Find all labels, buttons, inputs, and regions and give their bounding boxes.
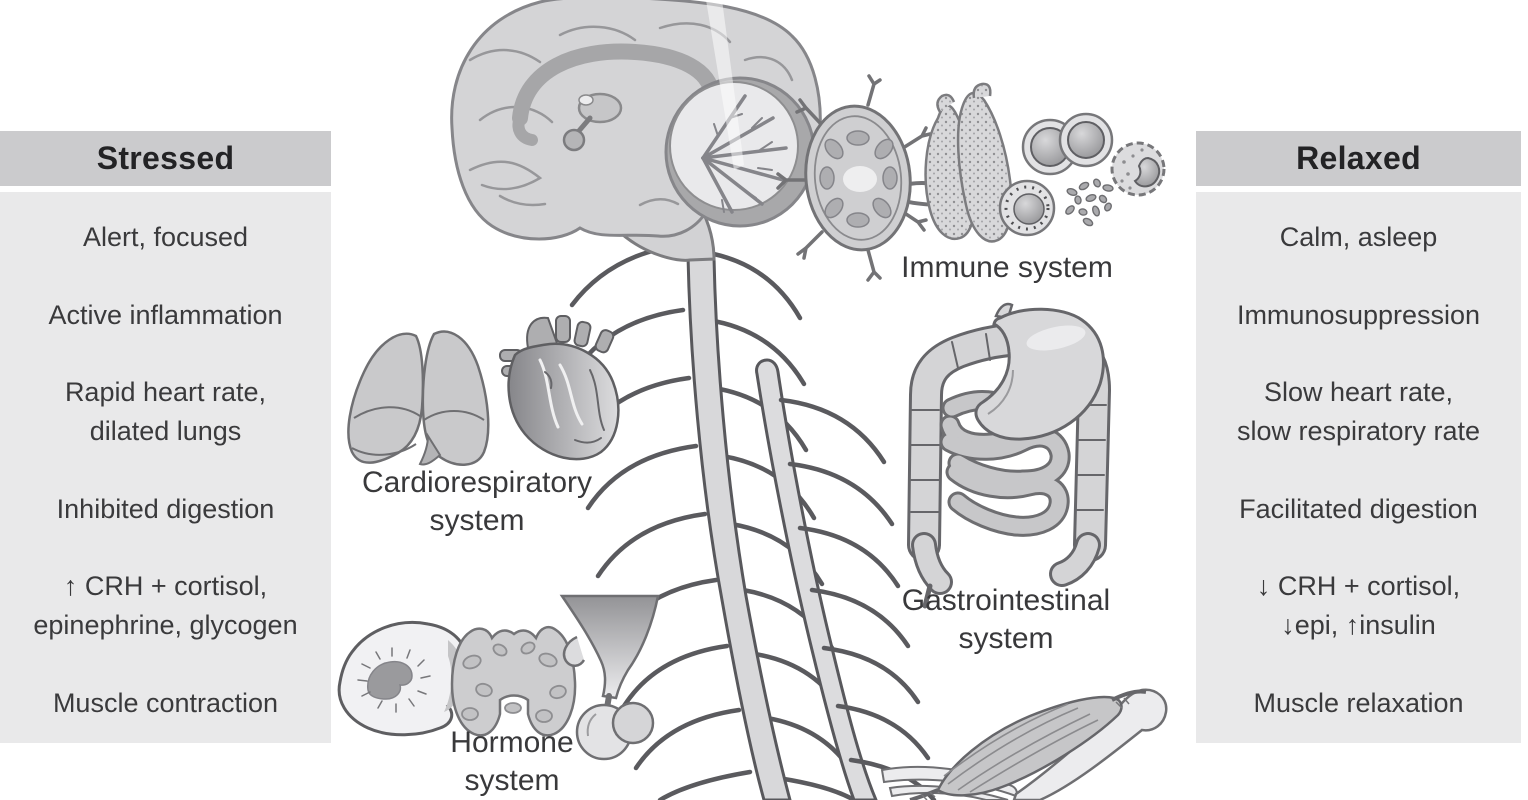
lungs-icon [347,330,490,466]
stomach-icon [974,302,1105,441]
immune-system-illustration [776,74,1166,282]
sympathetic-nerves-icon [778,397,937,800]
thymus-icon [924,82,1013,243]
thyroid-icon [450,626,577,737]
relaxed-panel-header: Relaxed [1196,131,1521,186]
spinal-cord-illustration [569,242,937,800]
lymph-node-icon [776,74,960,282]
macrophage-icon [1110,141,1166,197]
relaxed-panel-body: Calm, asleep Immunosuppression Slow hear… [1196,192,1521,743]
relaxed-item-hormones: ↓ CRH + cortisol, ↓epi, ↑insulin [1256,571,1461,641]
relaxed-item-calm: Calm, asleep [1279,222,1438,252]
ventricle-icon [578,94,594,106]
hormone-system-illustration [337,594,660,761]
corpus-callosum-genu-icon [512,112,538,146]
relaxed-item-heart-rate: Slow heart rate, slow respiratory rate [1236,377,1481,447]
cardiorespiratory-system-label: Cardiorespiratory system [361,466,593,537]
cardiorespiratory-illustration [347,315,620,466]
muscle-icon [909,689,1147,800]
heart-icon [499,315,620,461]
stressed-item-hormones: ↑ CRH + cortisol, epinephrine, glycogen [33,571,298,641]
stressed-item-inflammation: Active inflammation [48,299,283,330]
hormone-system-label: Hormone system [450,726,574,797]
pituitary-gland-icon [559,594,660,761]
spinal-nerves-right-icon [700,249,857,800]
stressed-item-heart-rate: Rapid heart rate, dilated lungs [64,377,267,447]
stressed-item-alert: Alert, focused [82,222,249,252]
adrenal-gland-icon [337,620,470,737]
gastrointestinal-system-label: Gastrointestinal system [901,584,1111,655]
highlight-streak [706,0,744,170]
stressed-panel-title: Stressed [96,140,235,176]
immune-system-label: Immune system [901,251,1113,284]
stressed-panel: Stressed Alert, focused Active inflammat… [0,131,331,743]
relaxed-item-muscle: Muscle relaxation [1253,687,1464,718]
relaxed-item-digestion: Facilitated digestion [1239,493,1478,524]
stressed-panel-header: Stressed [0,131,331,186]
relaxed-panel: Relaxed Calm, asleep Immunosuppression S… [1196,131,1521,743]
muscle-illustration [880,688,1168,800]
spinal-nerves-left-icon [569,242,753,800]
stressed-panel-body: Alert, focused Active inflammation Rapid… [0,192,331,743]
gyri-lines-icon [468,22,806,207]
stressed-item-muscle: Muscle contraction [52,687,279,718]
stressed-item-digestion: Inhibited digestion [56,493,275,524]
immune-cells-icon [998,112,1166,237]
spinal-cord-main-icon [686,254,792,800]
brain-illustration [450,0,822,262]
pituitary-icon [562,115,593,152]
gastrointestinal-illustration [907,302,1112,609]
relaxed-panel-title: Relaxed [1296,140,1421,176]
platelets-icon [1065,178,1114,227]
relaxed-item-immunosuppression: Immunosuppression [1236,299,1481,330]
